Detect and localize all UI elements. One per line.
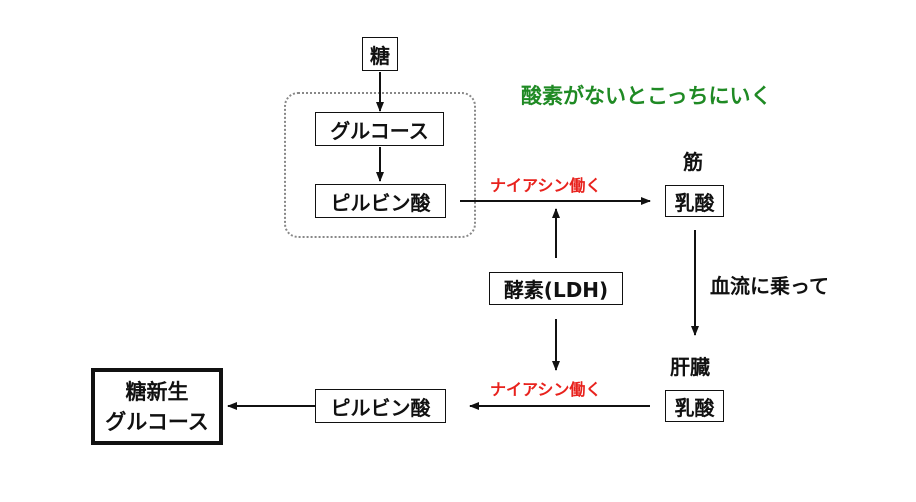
liver-label: 肝臓 bbox=[670, 355, 710, 379]
pyruvate-bottom-label: ピルビン酸 bbox=[330, 395, 431, 420]
sugar-label: 糖 bbox=[370, 43, 390, 68]
lactate-muscle-node: 乳酸 bbox=[665, 185, 724, 217]
gluconeogenesis-line1: 糖新生 bbox=[125, 379, 189, 404]
enzyme-label: 酵素(LDH) bbox=[503, 278, 609, 302]
niacin-top-label: ナイアシン働く bbox=[490, 176, 602, 195]
pyruvate-top-label: ピルビン酸 bbox=[330, 190, 431, 215]
pyruvate-bottom-node: ピルビン酸 bbox=[315, 389, 446, 423]
lactate-liver-node: 乳酸 bbox=[665, 390, 724, 422]
pyruvate-top-node: ピルビン酸 bbox=[315, 184, 446, 218]
glucose-node: グルコース bbox=[315, 112, 444, 146]
bloodstream-label: 血流に乗って bbox=[710, 274, 829, 298]
muscle-label: 筋 bbox=[683, 150, 703, 174]
enzyme-node: 酵素(LDH) bbox=[489, 272, 623, 305]
sugar-node: 糖 bbox=[362, 37, 398, 71]
niacin-bottom-label: ナイアシン働く bbox=[490, 380, 602, 399]
anaerobic-note: 酸素がないとこっちにいく bbox=[521, 84, 772, 108]
lactate-muscle-label: 乳酸 bbox=[674, 190, 715, 215]
lactate-liver-label: 乳酸 bbox=[674, 395, 715, 420]
glucose-label: グルコース bbox=[330, 118, 429, 143]
gluconeogenesis-line2: グルコース bbox=[105, 409, 209, 434]
gluconeogenesis-node: 糖新生 グルコース bbox=[91, 368, 223, 445]
